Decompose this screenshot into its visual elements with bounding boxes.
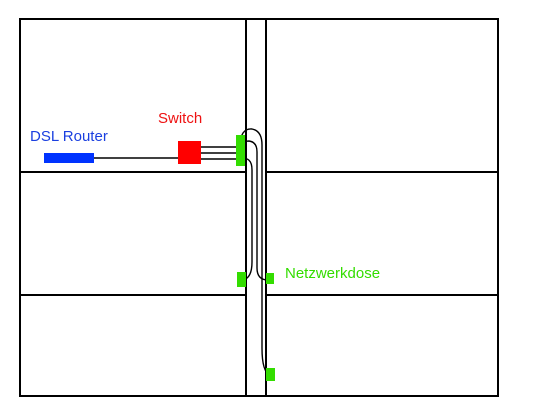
outlet-label: Netzwerkdose (285, 265, 380, 282)
outlet-corridor-top (236, 135, 245, 166)
switch-label: Switch (158, 110, 202, 127)
router-label: DSL Router (30, 128, 108, 145)
cable-run-left (239, 157, 253, 281)
floor-plan-walls (19, 18, 499, 397)
dsl-router-device (44, 153, 94, 163)
network-outlets (236, 135, 275, 381)
cable-run-lower-right (239, 128, 271, 376)
outer-wall (19, 18, 499, 397)
outlet-right-room (266, 273, 274, 284)
outlet-bottom-right (266, 368, 275, 381)
outlet-left-room (237, 272, 246, 287)
switch-device (178, 141, 201, 164)
